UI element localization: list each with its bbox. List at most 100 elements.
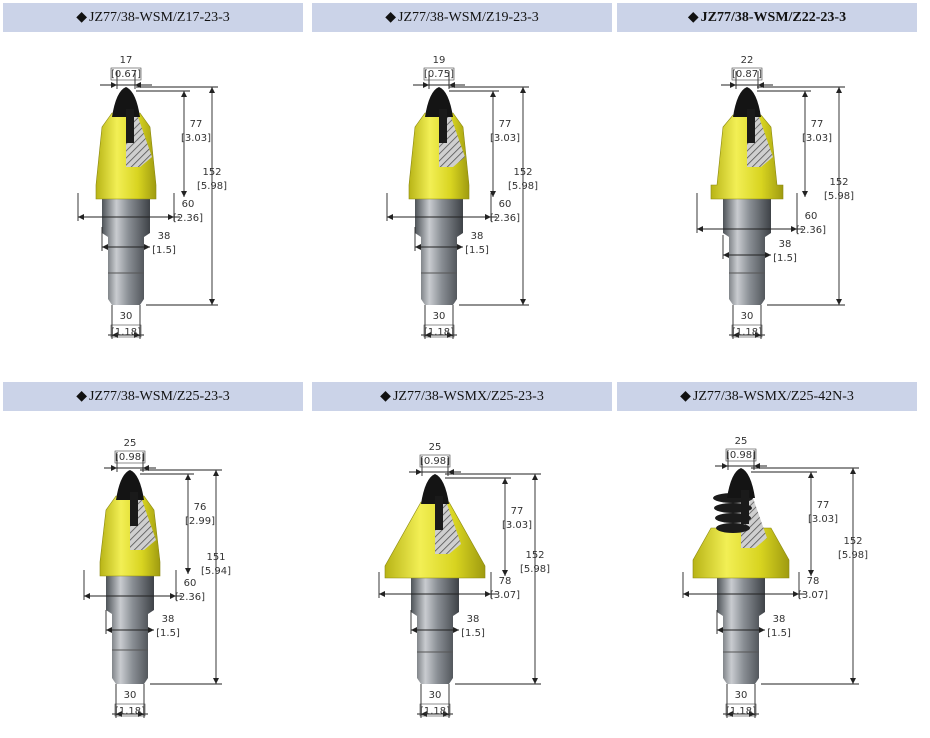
arrowhead <box>485 214 491 220</box>
arrowhead <box>143 465 149 471</box>
dimension-label: 30 <box>124 690 137 701</box>
dimension-label: 38 <box>773 614 786 625</box>
dimension-label: 151 <box>206 552 225 563</box>
arrowhead <box>138 711 144 717</box>
pick-card-6: ◆JZ77/38-WSMX/Z25-42N-3 25[0.98]77[3.03]… <box>617 382 917 738</box>
arrowhead <box>850 678 856 684</box>
arrowhead <box>209 299 215 305</box>
arrowhead <box>379 591 385 597</box>
dimension-label: 25 <box>735 436 748 447</box>
arrowhead <box>754 463 760 469</box>
dimension-label: [1.18] <box>424 327 454 338</box>
pick-drawing: 25[0.98]76[2.99]151[5.94]60[2.36]38[1.5]… <box>83 438 231 718</box>
dimension-label: 38 <box>162 614 175 625</box>
arrowhead <box>213 678 219 684</box>
yellow-pick-body <box>692 527 790 579</box>
dimension-label: [1.18] <box>115 706 145 717</box>
dimension-label: [3.03] <box>802 133 832 144</box>
carbide-insert <box>126 109 134 143</box>
carbide-insert <box>439 109 447 143</box>
arrowhead <box>148 627 154 633</box>
dimension-label: 77 <box>811 119 824 130</box>
arrowhead <box>490 191 496 197</box>
arrowhead <box>168 214 174 220</box>
arrowhead <box>733 332 739 338</box>
dimension-label: [0.98] <box>726 450 756 461</box>
dimension-box <box>725 448 757 462</box>
dimension-label: 60 <box>805 211 818 222</box>
dimension-label: 77 <box>511 506 524 517</box>
dimension-label: [2.99] <box>185 516 215 527</box>
dimension-label: 38 <box>158 231 171 242</box>
arrowhead <box>453 627 459 633</box>
pick-drawing: 17[0.67]77[3.03]152[5.98]60[2.36]38[1.5]… <box>77 55 227 339</box>
dimension-label: 60 <box>184 578 197 589</box>
arrowhead <box>144 244 150 250</box>
arrowhead <box>102 244 108 250</box>
dimension-label: 78 <box>499 576 512 587</box>
dimension-label: [5.98] <box>838 550 868 561</box>
arrowhead <box>793 591 799 597</box>
arrowhead <box>502 570 508 576</box>
dimension-label: 152 <box>829 177 848 188</box>
dimension-label: [2.36] <box>796 225 826 236</box>
arrowhead <box>683 591 689 597</box>
arrowhead <box>112 332 118 338</box>
dimension-box <box>731 67 763 81</box>
arrowhead <box>758 82 764 88</box>
arrowhead <box>78 214 84 220</box>
arrowhead <box>213 470 219 476</box>
dimension-label: 76 <box>194 502 207 513</box>
dimension-label: [1.5] <box>152 245 176 256</box>
arrowhead <box>416 469 422 475</box>
diamond-bullet-icon: ◆ <box>76 389 87 404</box>
dimension-label: 152 <box>843 536 862 547</box>
dimension-label: [1.5] <box>465 245 489 256</box>
pick-drawing: 22[0.87]77[3.03]152[5.98]60[2.36]38[1.5]… <box>696 55 854 339</box>
arrowhead <box>181 191 187 197</box>
arrowhead <box>759 627 765 633</box>
arrowhead <box>111 465 117 471</box>
pick-title: JZ77/38-WSM/Z17-23-3 <box>89 10 230 25</box>
arrowhead <box>134 332 140 338</box>
dimension-label: [5.98] <box>824 191 854 202</box>
dimension-label: [3.07] <box>490 590 520 601</box>
dimension-label: 25 <box>124 438 137 449</box>
dimension-label: 60 <box>182 199 195 210</box>
dimension-label: [0.98] <box>420 456 450 467</box>
arrowhead <box>520 299 526 305</box>
dimension-label: [2.36] <box>490 213 520 224</box>
dimension-label: 152 <box>202 167 221 178</box>
arrowhead <box>457 244 463 250</box>
dimension-label: [0.98] <box>115 452 145 463</box>
dimension-label: 30 <box>741 311 754 322</box>
carbide-insert <box>435 496 443 530</box>
arrowhead <box>532 678 538 684</box>
dimension-label: [3.03] <box>502 520 532 531</box>
dimension-label: [3.07] <box>798 590 828 601</box>
arrowhead <box>421 711 427 717</box>
steel-shank <box>717 578 765 684</box>
arrowhead <box>802 191 808 197</box>
dimension-label: [2.36] <box>173 213 203 224</box>
arrowhead <box>765 252 771 258</box>
diamond-bullet-icon: ◆ <box>380 389 391 404</box>
arrowhead <box>490 91 496 97</box>
dimension-label: 38 <box>779 239 792 250</box>
pick-title: JZ77/38-WSMX/Z25-23-3 <box>392 389 544 404</box>
arrowhead <box>387 214 393 220</box>
dimension-label: 30 <box>433 311 446 322</box>
arrowhead <box>448 469 454 475</box>
arrowhead <box>802 91 808 97</box>
dimension-label: [0.87] <box>732 69 762 80</box>
dimension-box <box>110 67 142 81</box>
pick-drawing: 19[0.75]77[3.03]152[5.98]60[2.36]38[1.5]… <box>386 55 538 339</box>
arrowhead <box>836 87 842 93</box>
arrowhead <box>106 627 112 633</box>
dimension-box <box>110 324 142 338</box>
dimension-box <box>419 703 451 717</box>
arrowhead <box>170 593 176 599</box>
arrowhead <box>135 82 141 88</box>
dimension-label: [1.5] <box>767 628 791 639</box>
steel-shank <box>411 578 459 684</box>
